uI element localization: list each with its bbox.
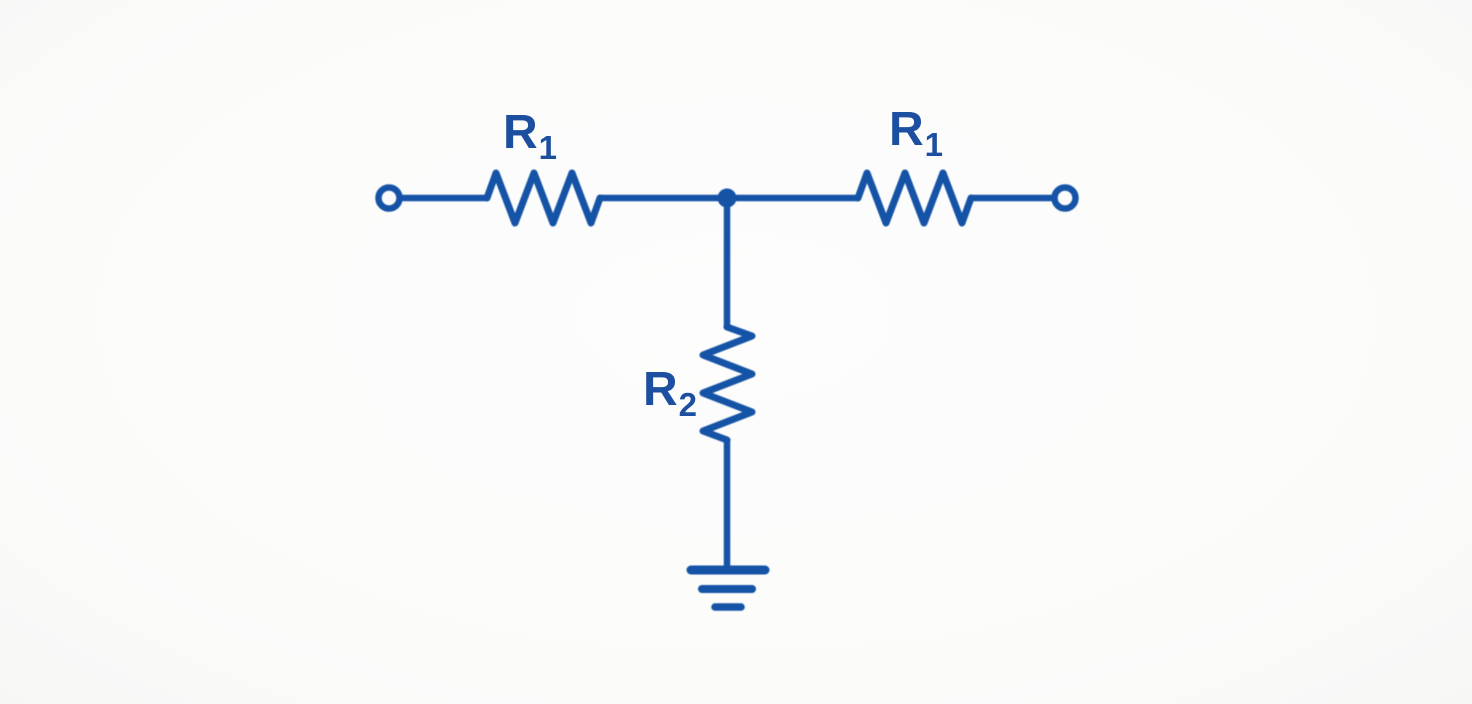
- resistor-label-r2-subscript: 2: [678, 386, 698, 423]
- resistor-label-r1-right: R1: [889, 103, 944, 163]
- resistor-label-r2: R2: [643, 363, 698, 423]
- resistor-label-r1-right-base: R: [889, 103, 924, 156]
- resistor-label-r2-base: R: [643, 363, 678, 416]
- resistor-label-r1-left: R1: [503, 106, 558, 166]
- input-terminal-icon: [375, 184, 403, 212]
- resistor-label-r1-left-subscript: 1: [538, 129, 558, 166]
- resistor-label-r1-right-subscript: 1: [924, 126, 944, 163]
- resistor-label-r1-left-base: R: [503, 106, 538, 159]
- resistor-symbol-r1-left: [483, 169, 604, 227]
- resistor-symbol-r1-right: [854, 169, 975, 227]
- ground-icon: [686, 565, 770, 611]
- output-terminal-icon: [1051, 184, 1079, 212]
- resistor-symbol-r2: [699, 323, 756, 444]
- junction-node: [717, 188, 737, 208]
